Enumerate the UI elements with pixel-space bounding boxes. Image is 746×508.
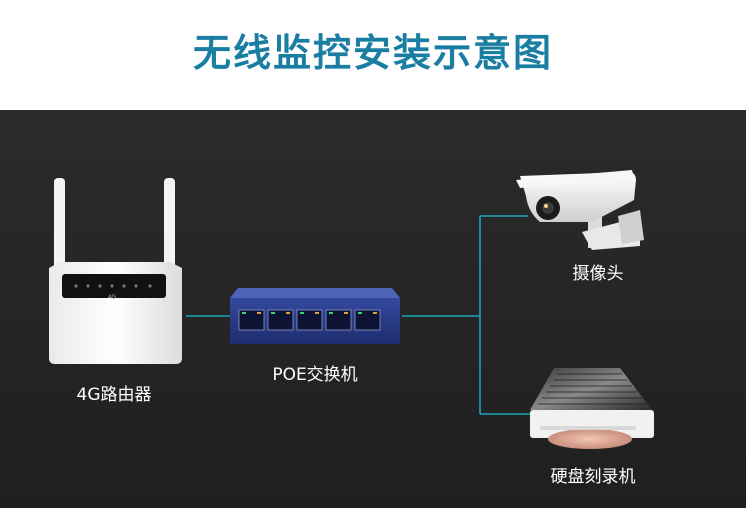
- nvr-icon: [530, 368, 654, 449]
- connection-lines: [186, 215, 532, 415]
- switch-label: POE交换机: [272, 365, 358, 385]
- router-label: 4G路由器: [76, 385, 152, 405]
- router-icon: 4G: [49, 178, 182, 364]
- nvr-label: 硬盘刻录机: [550, 467, 636, 487]
- camera-label: 摄像头: [572, 264, 624, 284]
- camera-icon: [516, 170, 644, 250]
- page-title: 无线监控安装示意图: [192, 31, 553, 75]
- header: 无线监控安装示意图: [0, 0, 746, 110]
- router-badge: 4G: [108, 295, 116, 301]
- switch-icon: [230, 288, 400, 344]
